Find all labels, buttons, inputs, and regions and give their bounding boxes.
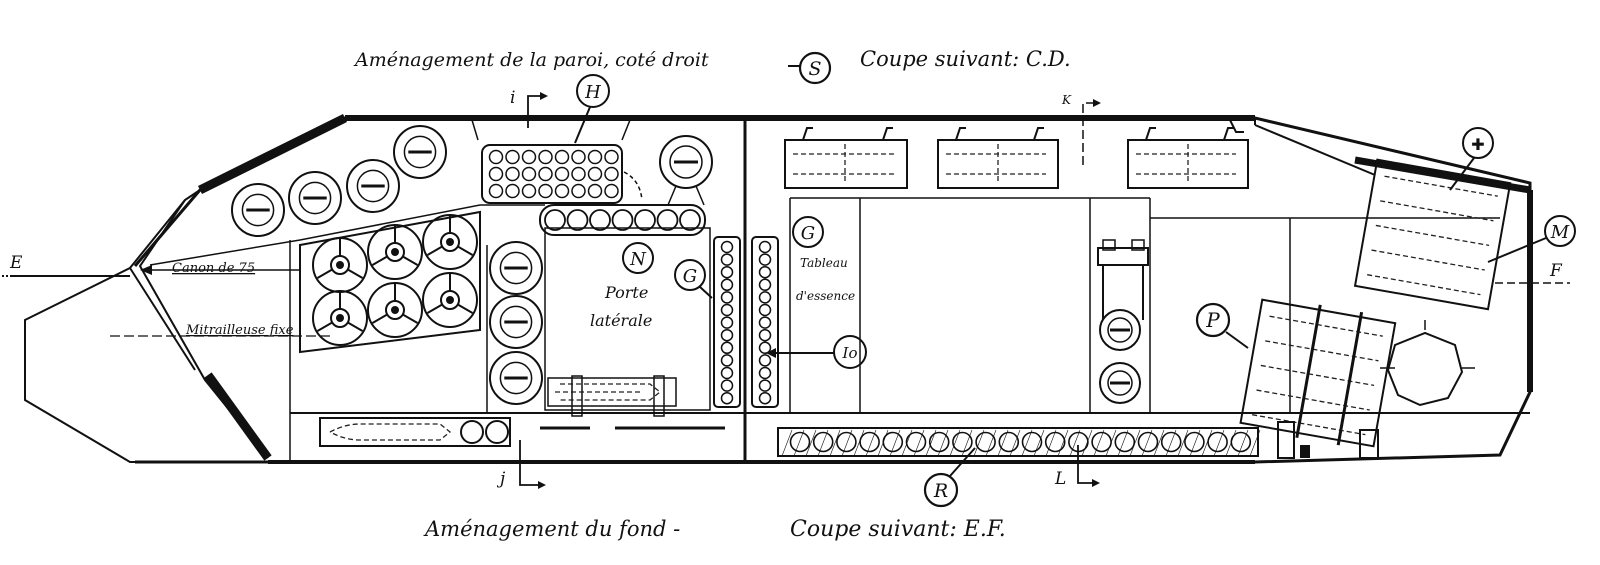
mitrailleuse-label: Mitrailleuse fixe [110,323,330,338]
shell-band-n [539,204,706,236]
svg-text:G: G [801,223,815,244]
shell-column [489,241,543,405]
svg-text:L: L [1054,469,1066,489]
svg-text:M: M [1550,222,1570,243]
fan-unit [1380,320,1475,407]
canon-75-label: Canon de 75 [140,261,300,276]
section-mark-l: L [1054,445,1100,489]
top-section-caption: Coupe suivant: C.D. [860,47,1071,71]
label-laterale: latérale [590,311,652,330]
callout-h: H [574,74,610,144]
svg-text:Mitrailleuse fixe: Mitrailleuse fixe [185,323,294,338]
callout-r: R [923,447,976,508]
bottom-caption: Aménagement du fond - [423,517,680,541]
svg-text:i: i [510,88,515,108]
cartridge-strip-g1 [713,236,741,408]
crate-p [1239,298,1397,448]
svg-text:Canon de 75: Canon de 75 [172,261,255,276]
callout-m: M [1487,215,1576,263]
callout-n: N [622,242,654,274]
bottom-section-caption: Coupe suivant: E.F. [790,517,1006,542]
label-porte: Porte [604,283,648,302]
svg-text:F: F [1549,261,1563,281]
section-mark-k: K [1061,93,1101,165]
callout-io: Io [766,335,867,369]
shell-rack-diagonal [231,125,447,237]
crate-m [1353,158,1512,311]
ammo-box-h [471,119,643,204]
callout-g2: G [792,216,824,248]
svg-text:N: N [629,249,647,270]
svg-text:R: R [933,480,948,502]
door-bottom-box [547,375,677,417]
rear-floor-blocks [1277,421,1379,459]
top-canisters [784,119,1249,189]
hull-outline [24,113,1533,464]
svg-text:G: G [683,266,697,287]
section-mark-i: i [510,88,548,128]
top-caption: Aménagement de la paroi, coté droit [353,49,709,71]
callout-plus: ✚ [1449,127,1494,191]
svg-text:K: K [1061,93,1072,107]
callout-g1: G [674,259,713,299]
section-mark-f: F [1495,261,1570,284]
svg-text:H: H [584,82,601,103]
bottom-left-box [319,417,725,447]
cartridge-strip-g2 [751,236,779,408]
shell-single-top [659,135,713,206]
section-mark-e: E [2,253,130,277]
svg-text:✚: ✚ [1471,135,1484,154]
floor-rail-r [777,427,1261,457]
engine-bay-shells [1097,239,1149,404]
svg-text:E: E [9,253,23,273]
section-mark-j: j [496,440,546,489]
callout-p: P [1195,302,1249,349]
drum-magazines [299,210,481,354]
label-essence: d'essence [796,289,855,303]
svg-text:Io: Io [842,344,858,362]
svg-text:P: P [1205,308,1220,332]
top-symbol-label: S [808,58,821,80]
top-symbol-circle: S [788,51,832,85]
label-tableau: Tableau [800,256,848,270]
svg-text:j: j [496,469,506,489]
